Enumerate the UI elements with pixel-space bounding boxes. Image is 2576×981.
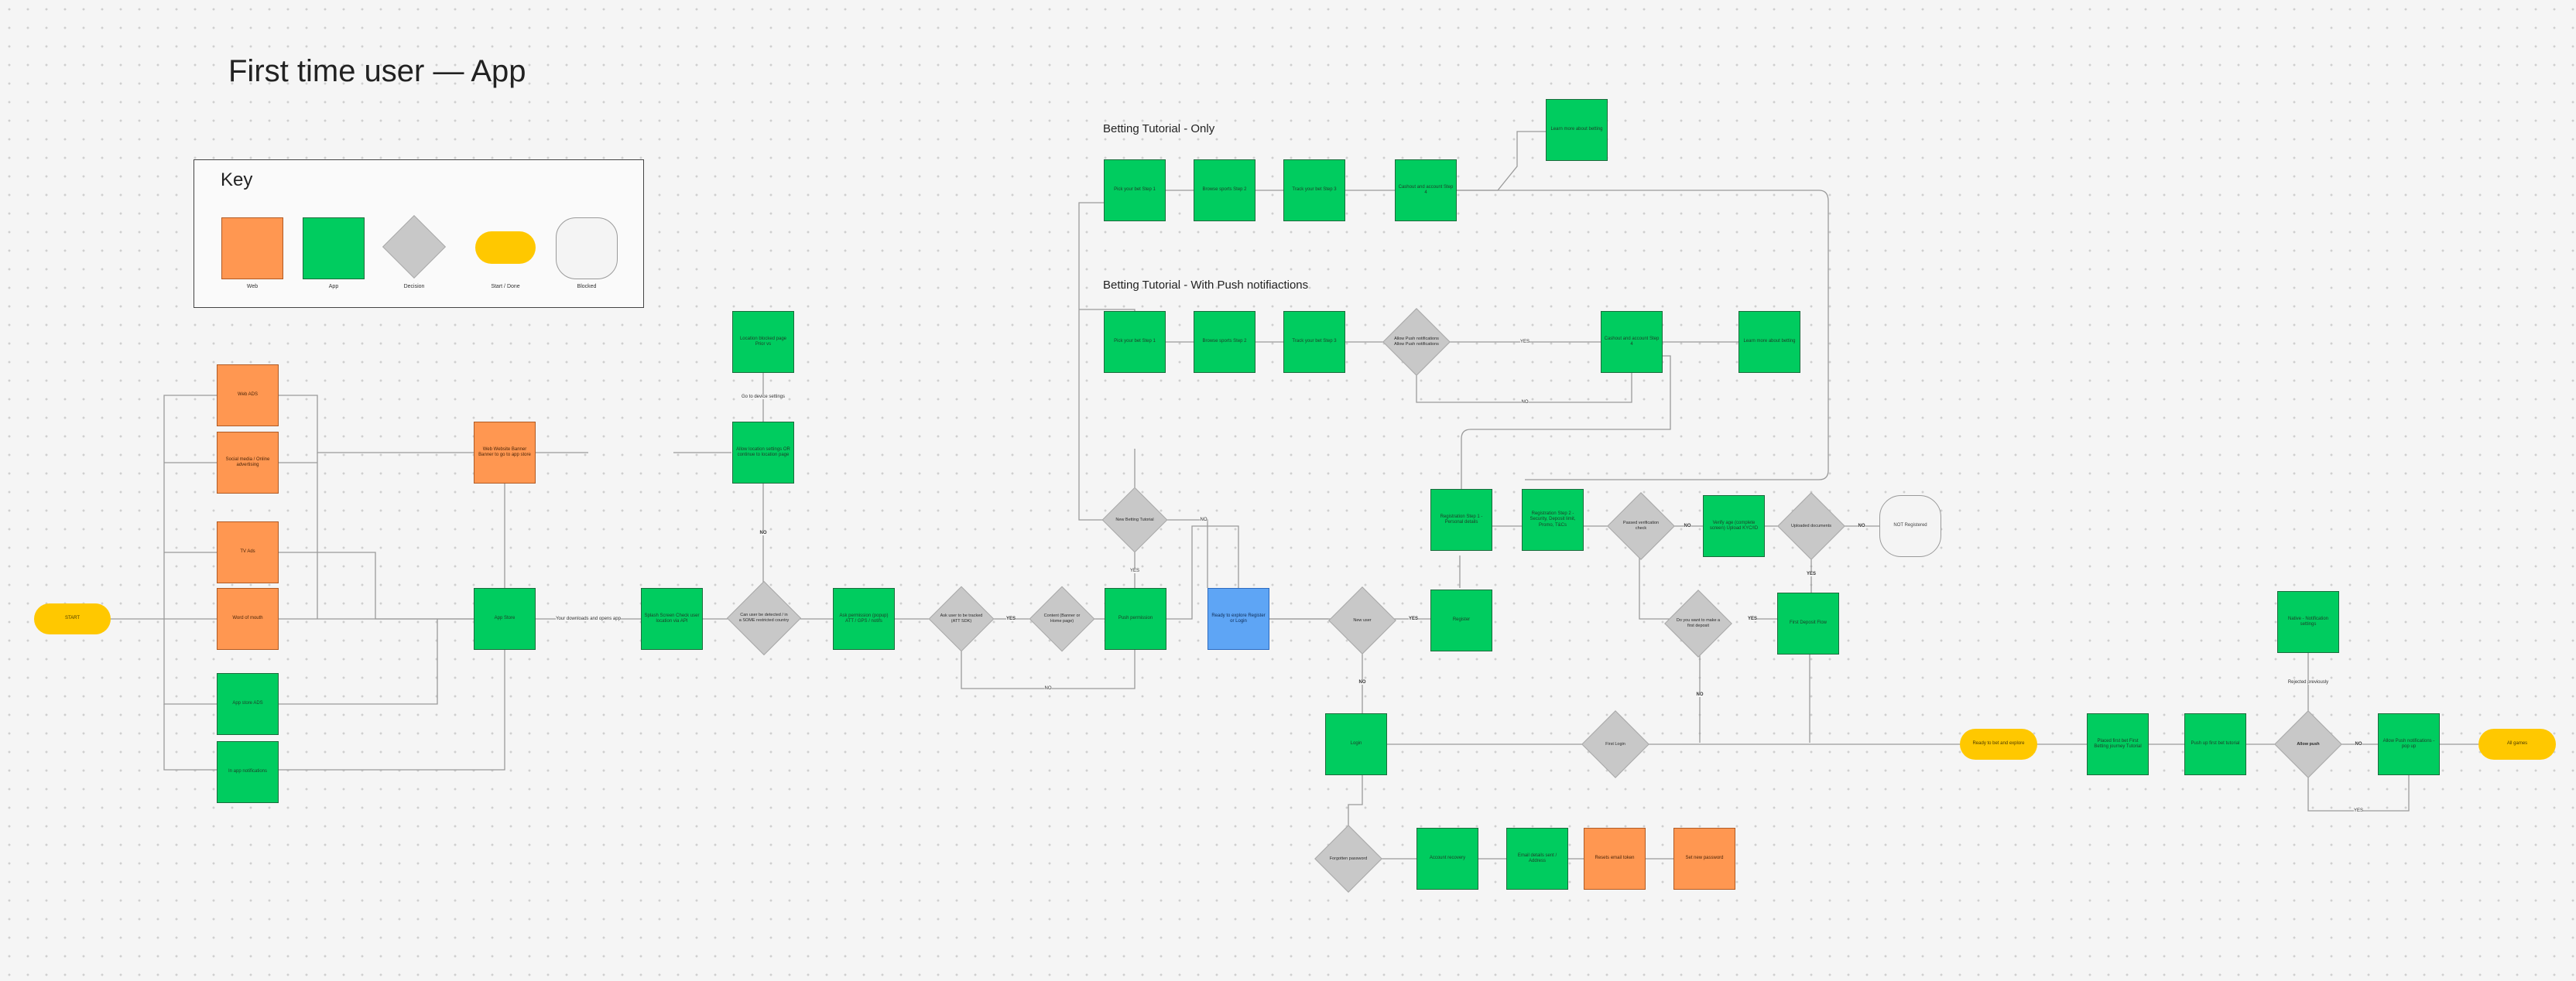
reset-email-node[interactable]: Resets email token [1584,828,1646,890]
placed-first-bet-node[interactable]: Placed first bet First Betting journey T… [2087,713,2149,775]
edge-label-no-allow-push: NO [2355,742,2362,747]
only-step2-node[interactable]: Browse sports Step 2 [1194,159,1255,221]
set-password-node[interactable]: Set new password [1673,828,1735,890]
notification-settings-node[interactable]: Native - Notification settings [2277,591,2339,653]
key-app-swatch [303,217,365,279]
all-games-terminal[interactable]: All games [2478,729,2556,760]
key-terminal-swatch [475,231,536,264]
key-blocked-label: Blocked [577,284,597,289]
section-title-betting-only: Betting Tutorial - Only [1103,122,1215,135]
edge-label-yes-docs: YES [1806,572,1817,576]
push-permission-node[interactable]: Push permission [1105,588,1166,650]
only-step3-node[interactable]: Track your bet Step 3 [1283,159,1345,221]
word-of-mouth-node[interactable]: Word of mouth [217,588,279,650]
only-learn-more-node[interactable]: Learn more about betting [1546,99,1608,161]
edge-label-yes-new-user: YES [1408,617,1419,621]
push-first-bet-node[interactable]: Push up first bet tutorial [2184,713,2246,775]
registration-step1-node[interactable]: Registration Step 1 - Personal details [1430,489,1492,551]
edge-label-yes-tracked: YES [1005,617,1016,621]
make-deposit-decision[interactable]: Do you want to make a first deposit [1664,590,1732,658]
push-step1-node[interactable]: Pick your bet Step 1 [1104,311,1166,373]
ask-permission-node[interactable]: Ask permission (popup) ATT / GPS / notif… [833,588,895,650]
key-decision-swatch [382,214,447,279]
register-node[interactable]: Register [1430,590,1492,651]
edge-label-yes-tutorial: YES [1129,569,1140,573]
ask-tracked-decision[interactable]: Ask user to be tracked (ATT SDK) [928,586,995,652]
edge-label-no-docs: NO [1858,524,1865,528]
new-betting-tutorial-decision[interactable]: New Betting Tutorial [1101,487,1168,553]
forgotten-password-decision[interactable]: Forgotten password [1314,825,1382,893]
first-deposit-node[interactable]: First Deposit Flow [1777,593,1839,655]
web-ads-node[interactable]: Web ADS [217,364,279,426]
key-blocked-swatch [556,217,618,279]
page-title: First time user — App [228,54,526,88]
splash-screen-node[interactable]: Splash Screen Check user location via AP… [641,588,703,650]
ready-to-explore-node[interactable]: Ready to explore Register or Login [1208,588,1269,650]
key-web-swatch [221,217,283,279]
ready-to-bet-terminal[interactable]: Ready to bet and explore [1960,729,2037,760]
push-step4-node[interactable]: Cashout and account Step 4 [1601,311,1663,373]
edge-label-no-new-user: NO [1358,680,1366,685]
location-blocked-node[interactable]: Location blocked page Prior vs [732,311,794,373]
edge-label-no-deposit: NO [1696,692,1704,697]
key-legend: Key Web App Decision Start / Done Blocke… [194,159,644,308]
in-app-notifications-node[interactable]: In app notifications [217,741,279,803]
social-media-node[interactable]: Social media / Online advertising [217,432,279,494]
allow-push-popup-node[interactable]: Allow Push notifications - pop up [2378,713,2440,775]
key-app-label: App [328,284,339,289]
app-store-node[interactable]: App Store [474,588,536,650]
key-title: Key [221,169,253,190]
key-terminal-label: Start / Done [491,284,520,289]
only-step4-node[interactable]: Cashout and account Step 4 [1395,159,1457,221]
location-check-decision[interactable]: Can user be detected / in a SOME restric… [726,580,802,656]
new-user-decision[interactable]: New user [1328,586,1396,655]
edge-label-no-verify: NO [1684,524,1691,528]
verify-age-node[interactable]: Verify age (complete screen) Upload KYC/… [1703,495,1765,557]
not-registered-node[interactable]: NOT Registered [1879,495,1941,557]
edge-label-downloads: Your downloads and opens app [556,617,621,621]
location-settings-node[interactable]: Allow location settings OR continue to l… [732,422,794,484]
edge-label-no-tutorial: NO [1200,518,1208,522]
login-node[interactable]: Login [1325,713,1387,775]
allow-push-decision[interactable]: Allow push [2274,710,2342,778]
app-store-ads-node[interactable]: App store ADS [217,673,279,735]
only-step1-node[interactable]: Pick your bet Step 1 [1104,159,1166,221]
tv-ads-node[interactable]: TV Ads [217,521,279,583]
edge-label-rejected: Rejected previously [2287,680,2329,685]
email-details-node[interactable]: Email details sent / Address [1506,828,1568,890]
key-decision-label: Decision [403,284,425,289]
push-learn-more-node[interactable]: Learn more about betting [1738,311,1800,373]
web-banner-node[interactable]: Web Website Banner Banner to go to app s… [474,422,536,484]
push-step2-node[interactable]: Browse sports Step 2 [1194,311,1255,373]
first-login-decision[interactable]: First Login [1581,710,1649,778]
account-recovery-node[interactable]: Account recovery [1416,828,1478,890]
edge-label-settings: Go to device settings [741,395,786,399]
edge-label-yes-push: YES [1519,340,1530,344]
edge-label-no-tracked: NO [1044,686,1052,691]
uploaded-documents-decision[interactable]: Uploaded documents [1777,492,1845,560]
registration-step2-node[interactable]: Registration Step 2 - Security, Deposit … [1522,489,1584,551]
section-title-betting-push: Betting Tutorial - With Push notifiactio… [1103,279,1309,292]
edge-label-yes-deposit: YES [1747,617,1758,621]
verification-check-decision[interactable]: Passed verification check [1607,492,1675,560]
start-terminal[interactable]: START [34,603,111,634]
edge-label-yes-allow-push: YES [2353,808,2364,813]
edge-label-no-push: NO [1521,400,1529,405]
push-allow-decision[interactable]: Allow Push notifications Allow Push noti… [1382,308,1451,376]
edge-label-no-location: NO [759,531,767,535]
push-step3-node[interactable]: Track your bet Step 3 [1283,311,1345,373]
content-decision[interactable]: Content (Banner or Home page) [1029,586,1095,652]
key-web-label: Web [246,284,259,289]
